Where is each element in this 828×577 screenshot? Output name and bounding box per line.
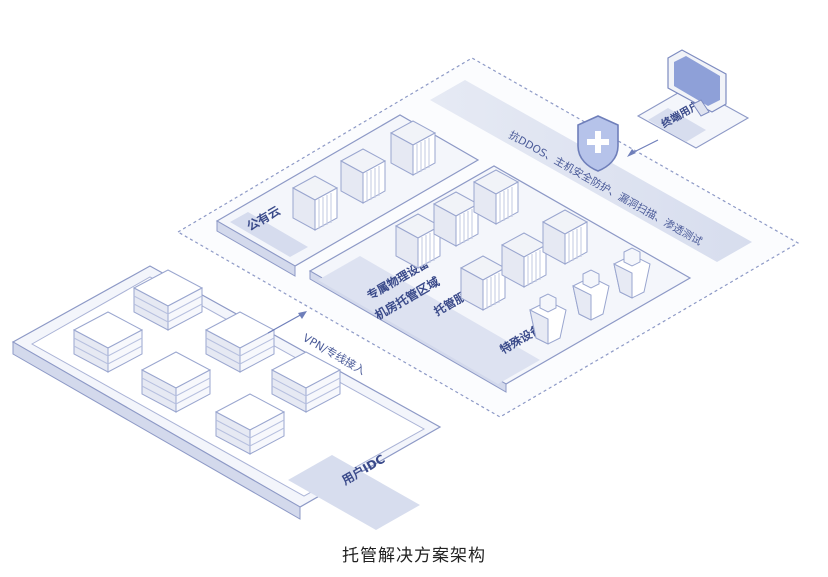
- shield-plus-icon: [577, 115, 619, 172]
- server-box-icon: [140, 351, 212, 413]
- server-box-icon: [132, 269, 204, 331]
- vpn-arrow: [267, 312, 305, 334]
- end-user-terminal: 终端用户: [636, 49, 750, 149]
- server-box-icon: [214, 393, 286, 455]
- server-box-icon: [72, 311, 144, 373]
- server-rack-icon: [432, 191, 480, 247]
- server-box-icon: [204, 311, 276, 373]
- security-band: [430, 80, 752, 262]
- server-rack-icon: [541, 209, 589, 265]
- server-rack-icon: [291, 175, 339, 231]
- server-rack-icon: [339, 148, 387, 204]
- server-rack-icon: [500, 232, 548, 288]
- monitor-icon: [667, 49, 727, 117]
- server-rack-icon: [472, 169, 520, 225]
- device-icon: [572, 269, 610, 321]
- server-box-icon: [270, 351, 342, 413]
- diagram-caption: 托管解决方案架构: [342, 546, 486, 566]
- server-rack-icon: [394, 213, 442, 269]
- server-rack-icon: [459, 255, 507, 311]
- device-icon: [613, 247, 651, 299]
- server-rack-icon: [389, 120, 437, 176]
- device-icon: [529, 293, 567, 345]
- architecture-diagram: 抗DDOS、主机安全防护、漏洞扫描、渗透测试 公有云 机房托管区域 专属物理设备…: [11, 49, 800, 530]
- terminal-arrow: [629, 139, 659, 155]
